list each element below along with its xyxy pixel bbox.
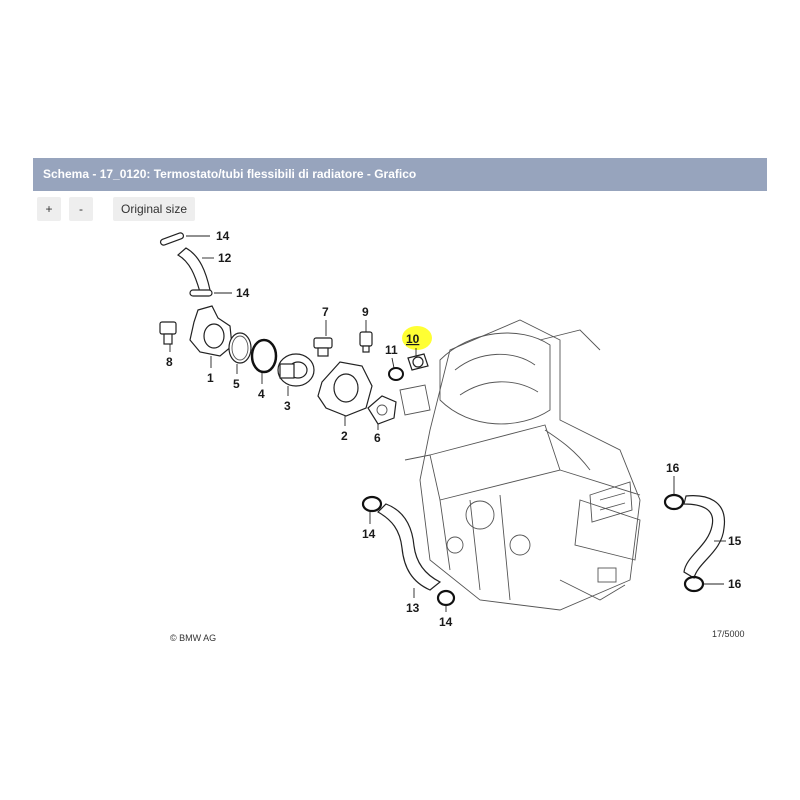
callout-10[interactable]: 10 xyxy=(406,332,420,346)
part-14-clamp-left: 14 xyxy=(361,495,383,541)
part-10-highlighted: 10 xyxy=(402,326,432,371)
part-16-clamp-bottom: 16 xyxy=(683,575,742,593)
part-14-clamp-bottom: 14 xyxy=(436,589,456,629)
zoom-in-button[interactable]: + xyxy=(37,197,61,221)
callout-12[interactable]: 12 xyxy=(218,251,232,265)
callout-16-top[interactable]: 16 xyxy=(666,461,680,475)
part-16-clamp-top: 16 xyxy=(663,461,685,511)
callout-9[interactable]: 9 xyxy=(362,305,369,319)
part-4-oring: 4 xyxy=(250,338,278,401)
callout-8[interactable]: 8 xyxy=(166,355,173,369)
part-2-cover: 2 xyxy=(317,361,373,443)
callout-15[interactable]: 15 xyxy=(728,534,742,548)
callout-14-mid[interactable]: 14 xyxy=(236,286,250,300)
zoom-out-button[interactable]: - xyxy=(69,197,93,221)
callout-14-left[interactable]: 14 xyxy=(362,527,376,541)
callout-3[interactable]: 3 xyxy=(284,399,291,413)
diagram-reference: 17/5000 xyxy=(712,629,745,639)
callout-14-top[interactable]: 14 xyxy=(216,229,230,243)
part-13-hose: 13 xyxy=(377,503,442,615)
copyright-text: © BMW AG xyxy=(170,633,216,643)
part-14-top: 14 xyxy=(159,229,230,246)
part-1-housing: 1 xyxy=(189,305,233,385)
part-11-seal: 11 xyxy=(385,343,404,381)
part-12-hose: 12 xyxy=(176,247,232,293)
part-5-gasket: 5 xyxy=(228,332,252,391)
callout-1[interactable]: 1 xyxy=(207,371,214,385)
zoom-toolbar: + - Original size xyxy=(37,197,196,221)
callout-4[interactable]: 4 xyxy=(258,387,265,401)
callout-13[interactable]: 13 xyxy=(406,601,420,615)
callout-6[interactable]: 6 xyxy=(374,431,381,445)
callout-7[interactable]: 7 xyxy=(322,305,329,319)
callout-2[interactable]: 2 xyxy=(341,429,348,443)
part-15-hose: 15 xyxy=(683,495,742,579)
callout-11[interactable]: 11 xyxy=(385,343,398,357)
original-size-button[interactable]: Original size xyxy=(113,197,196,221)
callout-16-bottom[interactable]: 16 xyxy=(728,577,742,591)
engine-illustration xyxy=(399,319,641,611)
page-title: Schema - 17_0120: Termostato/tubi flessi… xyxy=(33,158,767,191)
callout-14-bottom[interactable]: 14 xyxy=(439,615,453,629)
part-6-gasket: 6 xyxy=(367,395,397,445)
part-14-mid: 14 xyxy=(189,286,250,300)
part-9-sensor: 9 xyxy=(359,305,373,353)
highlight-marker xyxy=(402,326,432,350)
part-8-bolt: 8 xyxy=(159,321,177,369)
part-3-thermostat: 3 xyxy=(277,353,315,413)
parts-diagram: 14 12 14 8 1 5 4 xyxy=(159,229,745,643)
callout-5[interactable]: 5 xyxy=(233,377,240,391)
part-7-bolt: 7 xyxy=(313,305,333,357)
